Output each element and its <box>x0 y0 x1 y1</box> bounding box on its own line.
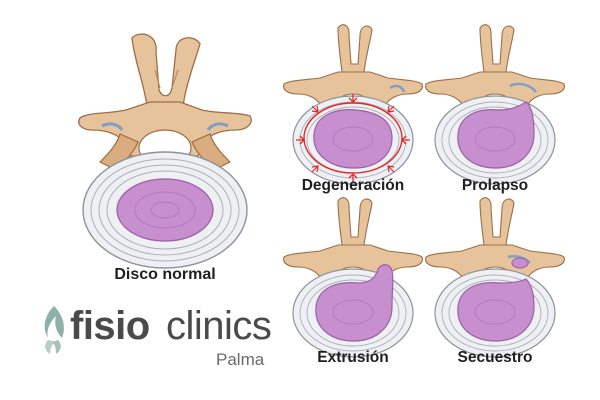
logo-subtitle: Palma <box>216 350 265 369</box>
disc-nucleus <box>313 109 393 169</box>
panel-secuestro: Secuestro <box>420 195 570 375</box>
logo-text-clinics: clinics <box>166 304 272 348</box>
disc-nucleus <box>315 264 394 342</box>
panel-prolapso: Prolapso <box>420 22 570 202</box>
degeneration-arrows <box>296 94 410 182</box>
vertebra-sequestration-illustration <box>425 197 565 358</box>
vertebra-bone <box>78 33 252 171</box>
label-prolapso: Prolapso <box>461 177 529 194</box>
disc-nucleus <box>457 257 535 342</box>
label-degeneracion: Degeneración <box>301 177 405 194</box>
label-secuestro: Secuestro <box>457 349 533 366</box>
panel-extrusion: Extrusión <box>278 195 428 375</box>
vertebra-extrusion-illustration <box>283 197 423 358</box>
vertebra-degeneration-illustration <box>283 24 423 185</box>
label-disco-normal: Disco normal <box>114 266 216 283</box>
logo-text-fisio: fisio <box>70 304 150 348</box>
vertebra-bone <box>425 197 565 292</box>
disc-nucleus <box>457 101 535 169</box>
disc-nucleus <box>116 178 214 242</box>
vertebra-prolapse-illustration <box>425 24 565 185</box>
label-extrusion: Extrusión <box>317 349 389 366</box>
panel-degeneracion: Degeneración <box>278 22 428 202</box>
sequestered-fragment <box>511 257 529 269</box>
fisioclinics-logo: fisio clinics Palma <box>38 298 272 378</box>
vertebra-normal-illustration <box>78 33 252 269</box>
panel-disco-normal: Disco normal <box>60 30 270 290</box>
flame-leaf-icon <box>44 306 64 354</box>
